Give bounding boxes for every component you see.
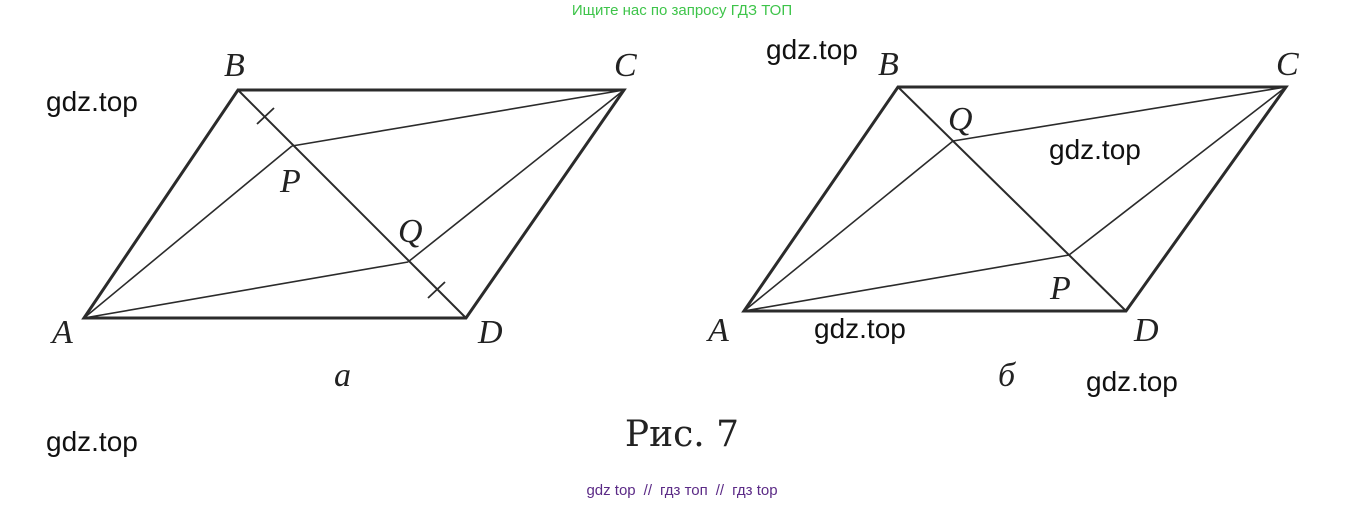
label-b-point-b: B [878, 46, 899, 83]
segment-ap-a [83, 145, 293, 319]
diagonal-bd-b [897, 86, 1127, 312]
figure-a-labels: A B C D P Q а [50, 47, 637, 394]
figure-b [741, 85, 1289, 313]
label-b-point-p: P [1049, 270, 1071, 307]
watermark-4: gdz.top [814, 313, 906, 344]
sublabel-a: а [334, 357, 351, 394]
label-b-point-c: C [1276, 46, 1299, 83]
label-b-point-d: D [1133, 312, 1159, 349]
segment-ap-b [743, 254, 1070, 312]
parallelogram-a [81, 88, 627, 320]
segment-cq-b [952, 86, 1287, 142]
label-a-point-b: B [224, 47, 245, 84]
tick-mark-bp [256, 107, 275, 125]
bottom-link-3[interactable]: гдз top [732, 482, 778, 499]
sublabel-b: б [998, 357, 1017, 394]
label-a-point-q: Q [398, 213, 423, 250]
segment-aq-a [83, 261, 409, 319]
label-a-point-a: A [50, 314, 73, 351]
watermark-5: gdz.top [1086, 366, 1178, 397]
figure-caption: Рис. 7 [624, 414, 740, 455]
top-banner[interactable]: Ищите нас по запросу ГДЗ ТОП [571, 2, 793, 19]
watermark-3: gdz.top [1049, 134, 1141, 165]
diagonal-bd-a [237, 89, 467, 319]
tick-mark-qd [427, 281, 446, 299]
watermark-6: gdz.top [46, 426, 138, 457]
label-b-point-a: A [706, 312, 729, 349]
label-a-point-d: D [477, 314, 503, 351]
figure-a [81, 88, 627, 320]
label-a-point-p: P [279, 163, 301, 200]
segment-aq-b [743, 140, 954, 312]
segment-cp-a [291, 89, 625, 147]
bottom-link-1[interactable]: gdz top [586, 482, 636, 499]
separator-1: // [643, 482, 652, 499]
segment-cp-b [1068, 86, 1287, 256]
segment-cq-a [407, 89, 625, 263]
bottom-link-2[interactable]: гдз топ [660, 482, 708, 499]
label-b-point-q: Q [948, 101, 973, 138]
watermark-1: gdz.top [46, 86, 138, 117]
figure-b-labels: A B C D Q P б [706, 46, 1299, 394]
label-a-point-c: C [614, 47, 637, 84]
separator-2: // [715, 482, 725, 499]
bottom-banner: gdz top // гдз топ // гдз top [0, 482, 1364, 499]
watermark-2: gdz.top [766, 34, 858, 65]
parallelogram-b [741, 85, 1289, 313]
